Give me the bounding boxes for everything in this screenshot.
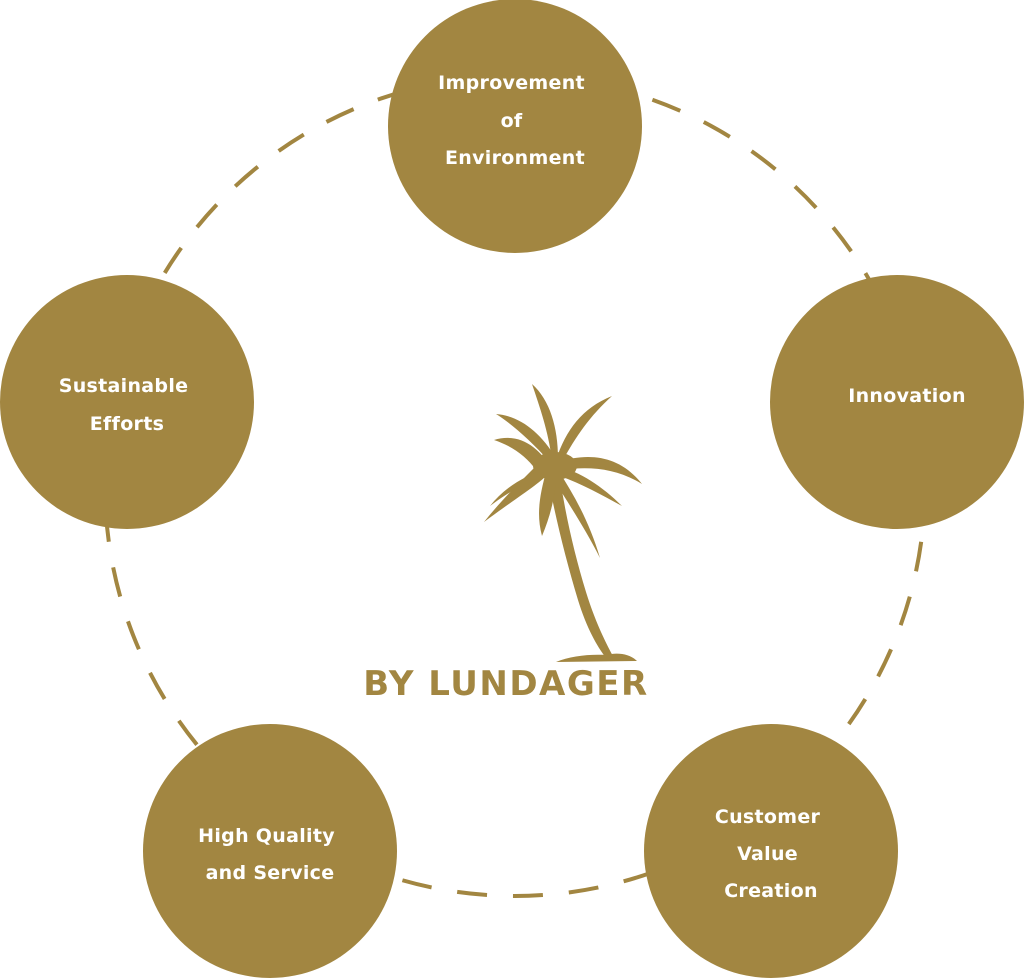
node-innovation: Innovation xyxy=(770,275,1024,529)
node-sustainable-efforts: Sustainable Efforts xyxy=(0,275,254,529)
brand-name: BY LUNDAGER xyxy=(363,664,648,704)
node-high-quality-and-service: High Quality and Service xyxy=(143,724,397,978)
node-customer-value-creation: Customer Value Creation xyxy=(644,724,898,978)
node-label-innovation: Innovation xyxy=(848,385,966,407)
node-label-improvement: Improvement of Environment xyxy=(438,72,592,169)
node-label-sustainable: Sustainable Efforts xyxy=(59,375,196,435)
node-improvement-of-environment: Improvement of Environment xyxy=(388,0,642,253)
node-label-customer-value: Customer Value Creation xyxy=(715,806,827,902)
palm-tree-icon xyxy=(484,384,642,662)
node-label-high-quality: High Quality and Service xyxy=(198,825,342,884)
